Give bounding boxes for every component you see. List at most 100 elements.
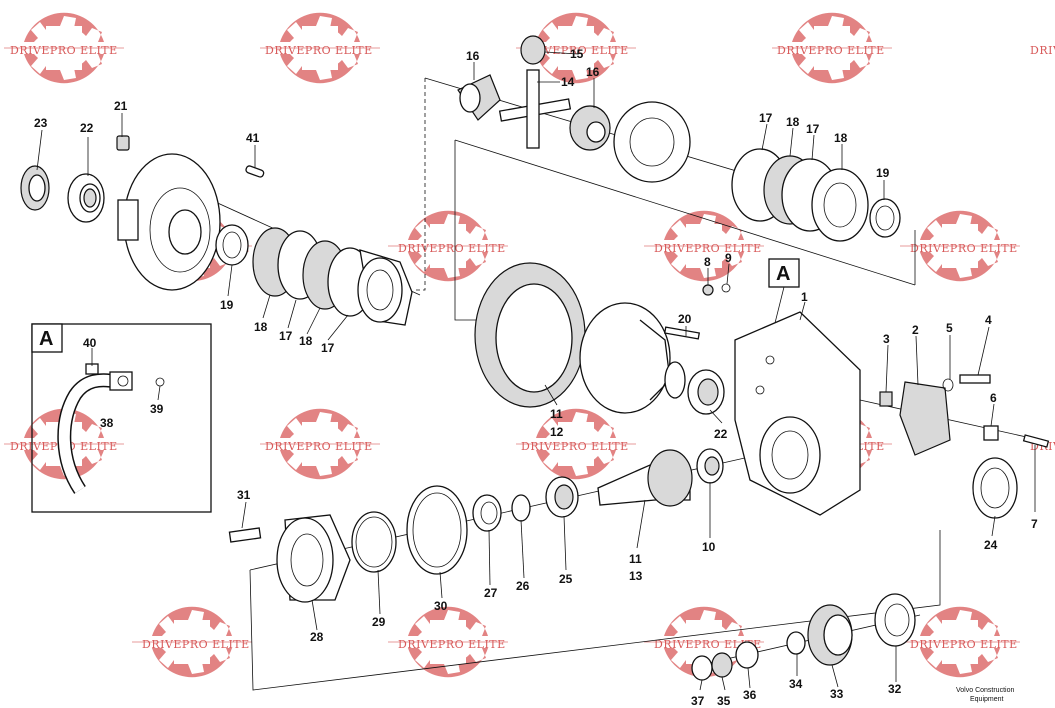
callout-34: 34 (789, 677, 803, 691)
callout-11: 11 (550, 407, 563, 421)
callout-18: 18 (254, 320, 268, 334)
differential-housing-left (117, 153, 221, 291)
callout-35: 35 (717, 694, 731, 708)
callout-12: 12 (550, 425, 564, 439)
callout-19: 19 (220, 298, 234, 312)
callout-23: 23 (34, 116, 48, 130)
watermark-text: DRIVEPRO ELITE (265, 440, 373, 453)
callout-16: 16 (586, 65, 600, 79)
callout-2: 2 (912, 323, 919, 337)
lock-plate-6 (983, 425, 999, 441)
thrust-washer-19-left (215, 224, 249, 266)
bevel-gear-16-top (457, 74, 501, 121)
callout-8: 8 (704, 255, 711, 269)
callout-6: 6 (990, 391, 997, 405)
watermark-text: DRIVEPRO ELITE (521, 440, 629, 453)
watermark-row-1: DRIVEPRO ELITE DRIVEPRO ELITE DRIVEPRO E… (3, 12, 1055, 84)
clamp-bracket (109, 371, 133, 391)
leader-lines (36, 51, 1036, 691)
callout-5: 5 (946, 321, 953, 335)
bolt-4 (959, 374, 991, 384)
callout-17: 17 (759, 111, 773, 125)
flange-28 (276, 514, 351, 603)
callout-13: 13 (629, 569, 643, 583)
callout-9: 9 (725, 251, 732, 265)
pinion-11-13 (597, 449, 693, 507)
callout-41: 41 (246, 131, 260, 145)
nut-21 (116, 135, 130, 151)
watermark-row-3: DRIVEPRO ELITE DRIVEPRO ELITE DRIVEPRO E… (3, 408, 1055, 480)
callout-16: 16 (466, 49, 480, 63)
callout-17: 17 (279, 329, 293, 343)
callout-29: 29 (372, 615, 386, 629)
callout-27: 27 (484, 586, 498, 600)
callout-4: 4 (985, 313, 992, 327)
callout-26: 26 (516, 579, 530, 593)
seal-32 (874, 593, 916, 647)
watermark-text: DRIVEPRO ELITE (398, 638, 506, 651)
watermark-text: DRIVEPRO ELITE (910, 638, 1018, 651)
callout-38: 38 (100, 416, 114, 430)
watermark-text: DRIVEPRO ELITE (10, 44, 118, 57)
thrust-plate (613, 101, 691, 183)
screw-7 (1022, 434, 1050, 448)
watermark-text: DRIVEPRO ELITE (521, 44, 629, 57)
callout-17: 17 (806, 122, 820, 136)
callout-39: 39 (150, 402, 164, 416)
callout-7: 7 (1031, 517, 1038, 531)
callout-33: 33 (830, 687, 844, 701)
bearing-22-center (687, 369, 725, 415)
bearing-cap-2 (899, 381, 951, 456)
fitting-8-9 (702, 283, 731, 296)
callout-31: 31 (237, 488, 251, 502)
callout-18: 18 (299, 334, 313, 348)
bolt-31 (228, 527, 262, 543)
watermark-text: DRIVEPRO ELITE (398, 242, 506, 255)
gear-15 (520, 35, 546, 65)
callout-15: 15 (570, 47, 584, 61)
publisher-footer: Volvo Construction Equipment (956, 687, 1014, 703)
watermark-text: DRIVEPRO ELITE (910, 242, 1018, 255)
watermark-layer: DRIVEPRO ELITE DRIVEPRO ELITE DRIVEPRO E… (3, 12, 1055, 678)
callout-19: 19 (876, 166, 890, 180)
bearing-10 (696, 448, 724, 484)
callout-18: 18 (834, 131, 848, 145)
watermark-text: DRIVEPRO ELITE (777, 44, 885, 57)
stud-3 (879, 391, 893, 407)
carrier-housing-1 (734, 311, 861, 516)
coupling-33 (807, 604, 853, 666)
callout-17: 17 (321, 341, 335, 355)
callout-24: 24 (984, 538, 998, 552)
clutch-plates-right (731, 148, 869, 242)
detail-box-label: A (39, 328, 53, 350)
callout-3: 3 (883, 332, 890, 346)
detail-view-a: A (31, 323, 212, 513)
ring-gear-11 (474, 262, 586, 408)
bearing-25 (545, 476, 579, 518)
footer-line-2: Equipment (970, 696, 1004, 703)
cross-shaft-14 (498, 69, 572, 149)
washer-34 (786, 631, 806, 655)
callout-11: 11 (629, 552, 642, 566)
callout-22: 22 (714, 427, 728, 441)
washer-39 (155, 377, 165, 387)
view-marker-label: A (776, 263, 790, 285)
view-marker-a: A (768, 258, 800, 336)
callouts: 23 22 21 41 19 18 17 18 17 16 15 14 16 1… (34, 47, 1038, 708)
gasket-30 (406, 485, 468, 575)
callout-21: 21 (114, 99, 128, 113)
seal-27 (472, 494, 502, 532)
callout-14: 14 (561, 75, 575, 89)
callout-30: 30 (434, 599, 448, 613)
watermark-text: DRIVEPRO ELITE (1030, 44, 1055, 57)
differential-case (579, 302, 686, 414)
callout-37: 37 (691, 694, 705, 708)
bearing-22-left (67, 173, 105, 223)
watermark-text: DRIVEPRO ELITE (142, 638, 250, 651)
callout-20: 20 (678, 312, 692, 326)
callout-25: 25 (559, 572, 573, 586)
o-ring-29 (351, 511, 397, 573)
lock-36 (735, 641, 759, 669)
thrust-washer-19-right (869, 198, 901, 238)
